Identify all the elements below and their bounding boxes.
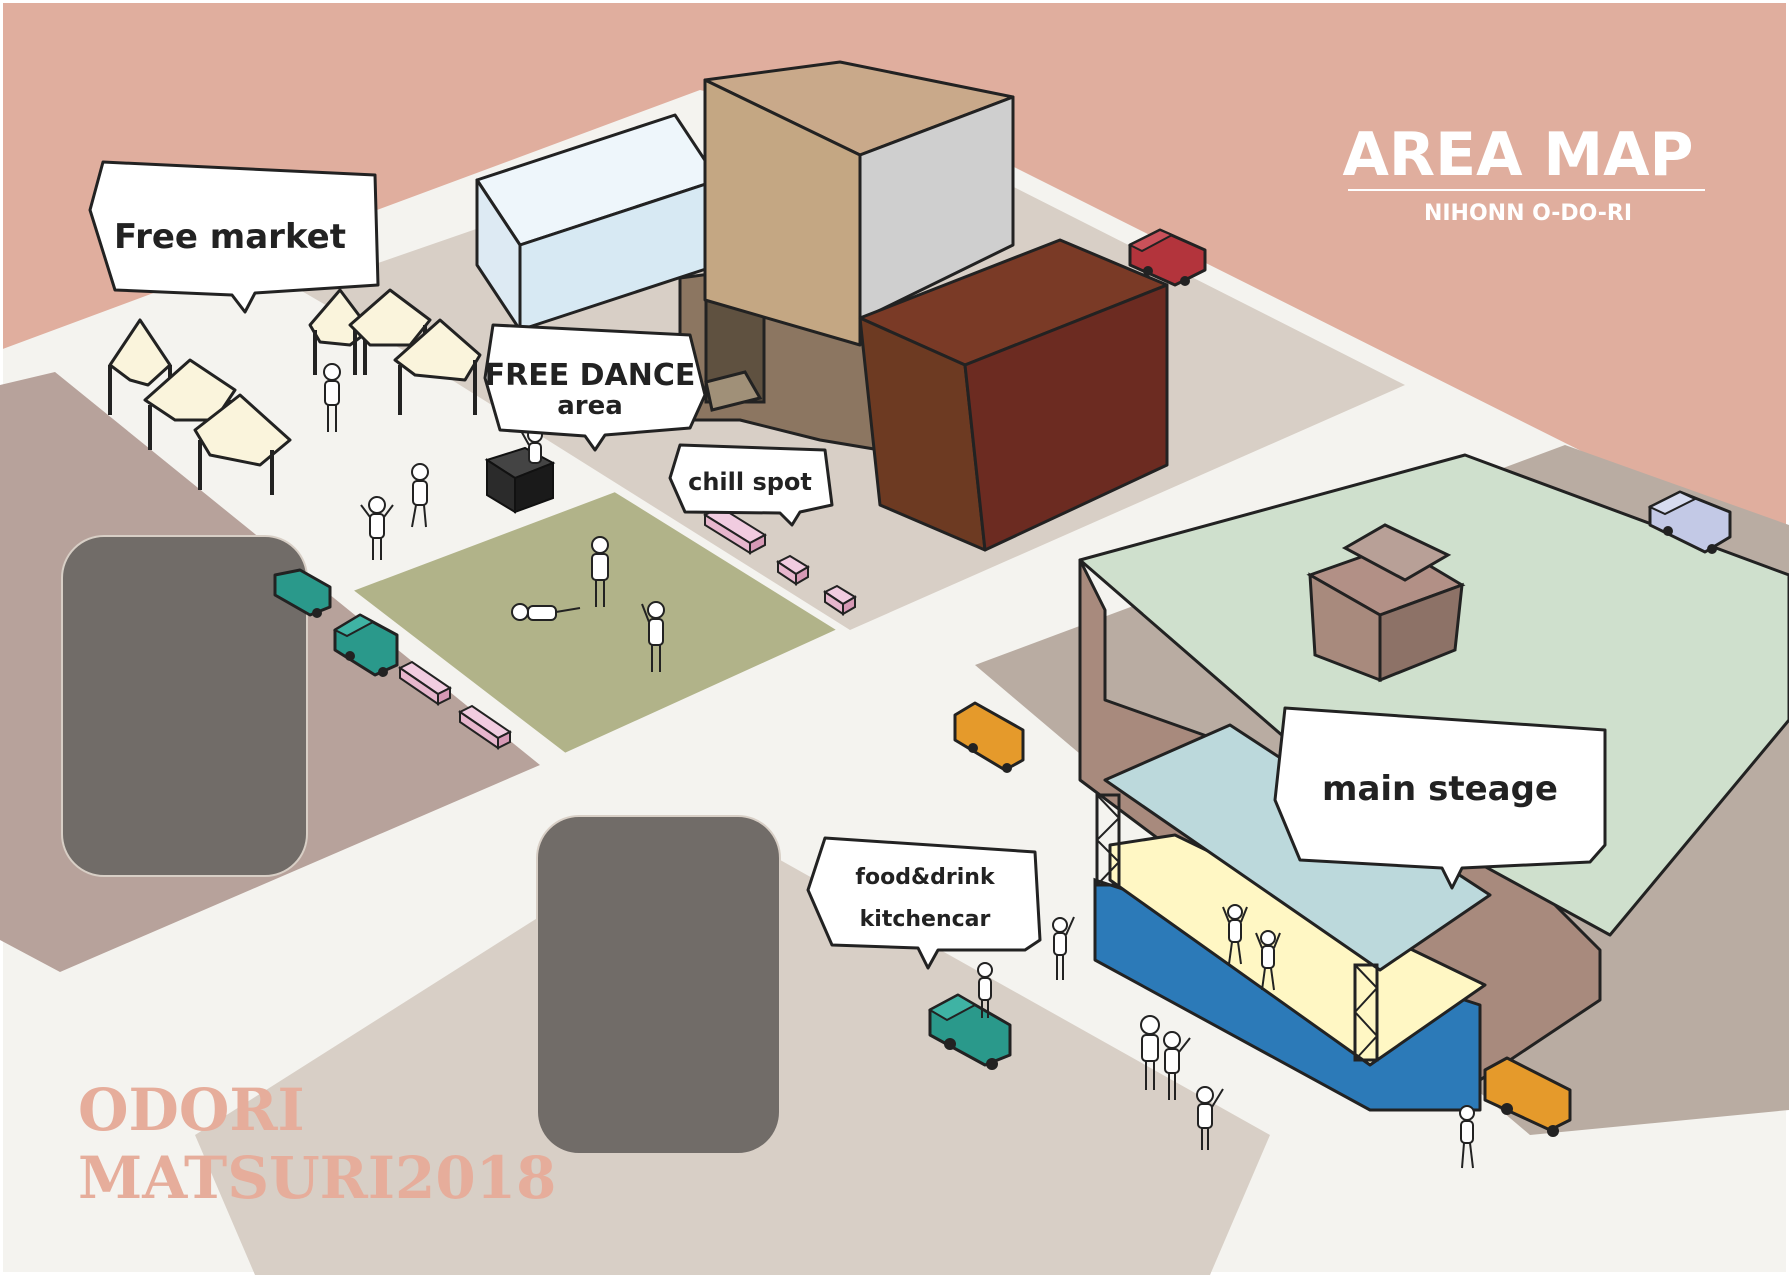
person-icon — [977, 962, 993, 1018]
free-dance-bubble: FREE DANCE area — [483, 323, 707, 452]
person-icon — [1163, 1031, 1191, 1100]
person-icon — [360, 496, 394, 560]
bench-icon — [398, 660, 452, 706]
car-icon — [927, 993, 1012, 1070]
event-name-line1: ODORI — [78, 1076, 305, 1144]
free-dance-label-line1: FREE DANCE — [485, 358, 696, 393]
person-icon — [411, 463, 429, 528]
page-subtitle: NIHONN O-DO-RI — [1424, 201, 1632, 226]
chill-spot-bubble: chill spot — [668, 443, 834, 527]
bench-icon — [823, 584, 857, 616]
main-stage-bubble: main steage — [1273, 706, 1607, 890]
person-icon — [1196, 1086, 1224, 1150]
food-drink-label-line2: kitchencar — [860, 907, 991, 932]
building-tan-tower — [703, 60, 1015, 347]
person-icon — [1459, 1105, 1475, 1169]
speech-bubble-icon — [1273, 706, 1607, 890]
car-icon — [1483, 1056, 1572, 1137]
event-name-line2: MATSURI2018 — [78, 1144, 556, 1212]
car-icon — [332, 613, 399, 677]
parking-south — [536, 815, 781, 1155]
building-white — [475, 113, 720, 332]
person-lying-icon — [511, 603, 581, 621]
person-icon — [1140, 1015, 1160, 1090]
speech-bubble-icon — [668, 443, 834, 527]
person-icon — [323, 363, 341, 432]
background-band — [0, 0, 1789, 555]
market-tent-icon — [193, 393, 292, 495]
car-icon — [953, 701, 1025, 773]
food-drink-label-line1: food&drink — [855, 865, 996, 890]
food-drink-bubble: food&drink kitchencar — [806, 836, 1042, 970]
free-dance-lawn — [345, 487, 845, 758]
car-icon — [273, 568, 332, 618]
person-icon — [1052, 916, 1075, 980]
bench-icon — [776, 554, 810, 586]
free-market-label: Free market — [114, 217, 346, 257]
free-dance-label-line2: area — [557, 391, 623, 421]
chill-spot-label: chill spot — [688, 468, 812, 496]
main-stage — [1093, 723, 1492, 1112]
free-market-bubble: Free market — [88, 160, 380, 314]
bench-icon — [458, 704, 512, 750]
event-name: ODORI MATSURI2018 — [78, 1076, 556, 1212]
speech-bubble-icon — [806, 836, 1042, 970]
building-dark-red — [858, 238, 1169, 552]
title-block: AREA MAP NIHONN O-DO-RI — [1342, 120, 1705, 226]
speech-bubble-icon — [483, 323, 707, 452]
car-icon — [1647, 490, 1732, 554]
speech-bubble-icon — [88, 160, 380, 314]
car-icon — [1127, 228, 1207, 287]
person-icon — [1255, 930, 1281, 991]
market-tent-icon — [393, 318, 482, 415]
main-stage-label: main steage — [1322, 769, 1558, 809]
dj-box-icon — [484, 446, 556, 514]
parking-west — [61, 535, 308, 877]
person-icon — [641, 601, 665, 672]
building-brown-arch — [678, 268, 882, 452]
person-icon — [1222, 904, 1248, 965]
person-icon — [591, 536, 609, 607]
page-title: AREA MAP — [1342, 120, 1693, 190]
